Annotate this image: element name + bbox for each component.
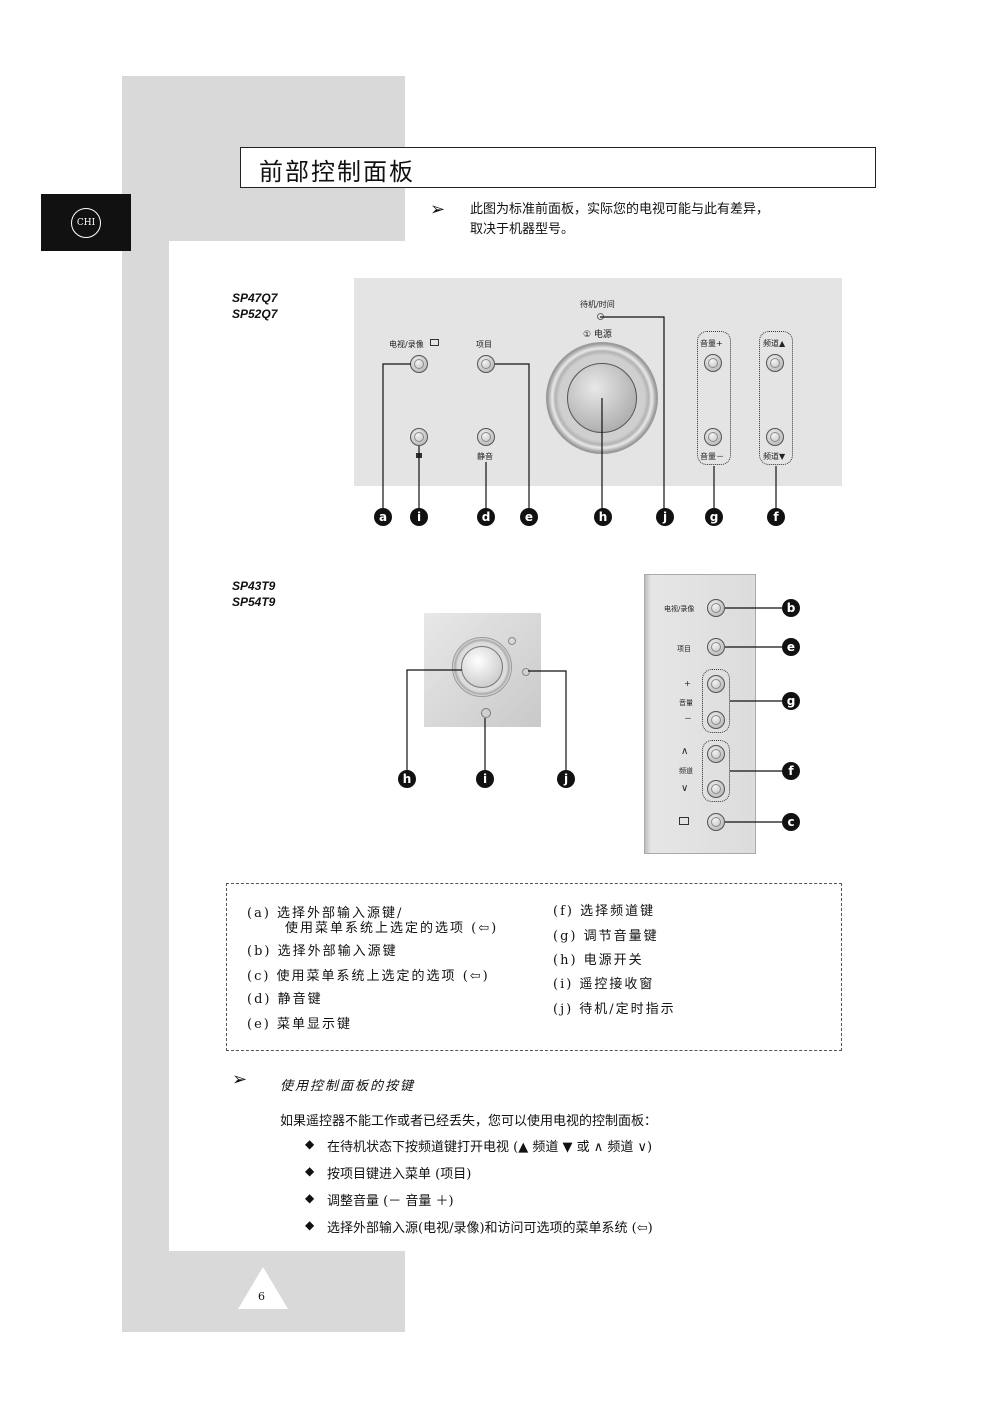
panel2-power-symbol-icon <box>508 637 516 645</box>
panel1-model-2: SP52Q7 <box>232 307 278 321</box>
panel1-callout-i: i <box>410 508 428 526</box>
note-line-2: 取决于机器型号。 <box>470 222 575 237</box>
panel1-callout-f: f <box>767 508 785 526</box>
panel3-callout-e: e <box>782 638 800 656</box>
usage-bullet-3: 调整音量 (－ 音量 ＋) <box>327 1194 454 1209</box>
panel3-input-source-icon <box>679 817 689 825</box>
usage-arrow-icon: ➢ <box>232 1069 248 1090</box>
panel3-callout-f: f <box>782 762 800 780</box>
legend-item-i: (i) 遥控接收窗 <box>553 977 655 992</box>
panel1-label-mute: 静音 <box>477 452 493 461</box>
panel3-menu-button[interactable] <box>707 638 725 656</box>
panel3-callout-b: b <box>782 599 800 617</box>
panel1-model-1: SP47Q7 <box>232 291 278 305</box>
legend-item-g: (g) 调节音量键 <box>553 929 659 944</box>
panel3-label-tv-video: 电视/录像 <box>664 605 695 613</box>
usage-bullet-2: 按项目键进入菜单 (项目) <box>327 1167 472 1182</box>
panel2-model-2: SP54T9 <box>232 595 276 609</box>
panel2-leader-lines <box>406 669 567 772</box>
usage-bullet-diamond-icon: ◆ <box>305 1137 315 1151</box>
legend-item-f: (f) 选择频道键 <box>553 904 656 919</box>
page-title-box: 前部控制面板 <box>240 147 876 188</box>
legend-item-a: (a) 选择外部输入源键/ <box>247 906 404 921</box>
panel3-ch-down-button[interactable] <box>707 780 725 798</box>
note-arrow-icon: ➢ <box>430 199 446 220</box>
panel1-label-tv-video: 电视/录像 <box>389 340 424 349</box>
panel3-ch-up-button[interactable] <box>707 745 725 763</box>
page-side-band-left <box>122 241 169 1251</box>
panel1-label-ch-down: 频道▼ <box>763 452 786 461</box>
panel1-label-standby: 待机/时间 <box>580 300 615 309</box>
panel1-leader-lines <box>382 316 777 512</box>
panel1-callout-j: j <box>656 508 674 526</box>
note-line-1: 此图为标准前面板，实际您的电视可能与此有差异， <box>470 202 770 217</box>
panel3-side-panel <box>644 574 756 854</box>
panel2-standby-led-icon <box>522 668 530 676</box>
panel3-volume-group <box>702 669 730 733</box>
panel3-label-menu: 项目 <box>677 645 691 653</box>
panel1-callout-g: g <box>705 508 723 526</box>
panel1-channel-group <box>759 331 793 465</box>
panel3-leader-lines <box>725 607 782 823</box>
usage-bullet-diamond-icon: ◆ <box>305 1218 315 1232</box>
panel2-callout-j: j <box>557 770 575 788</box>
panel3-label-channel: 频道 <box>679 767 693 775</box>
panel1-vol-down-button[interactable] <box>704 428 722 446</box>
panel1-enter-button[interactable] <box>410 428 428 446</box>
usage-title: 使用控制面板的按键 <box>280 1079 416 1094</box>
panel1-callout-h: h <box>594 508 612 526</box>
usage-bullet-diamond-icon: ◆ <box>305 1164 315 1178</box>
panel1-volume-group <box>697 331 731 465</box>
legend-item-e: (e) 菜单显示键 <box>247 1017 352 1032</box>
panel2-callout-h: h <box>398 770 416 788</box>
legend-box: (a) 选择外部输入源键/ 使用菜单系统上选定的选项 (⇦) (b) 选择外部输… <box>226 883 842 1051</box>
panel1-label-ch-up: 频道▲ <box>763 339 786 348</box>
panel1-mute-button[interactable] <box>477 428 495 446</box>
legend-item-h: (h) 电源开关 <box>553 953 644 968</box>
panel1-label-menu: 项目 <box>476 340 492 349</box>
panel3-label-volume: 音量 <box>679 699 693 707</box>
panel2-callout-i: i <box>476 770 494 788</box>
panel1-label-vol-up: 音量+ <box>700 339 723 348</box>
page-number: 6 <box>258 1290 265 1303</box>
page-number-triangle <box>238 1267 288 1309</box>
panel1-callout-a: a <box>374 508 392 526</box>
language-badge: CHI <box>71 208 101 238</box>
legend-item-j: (j) 待机/定时指示 <box>553 1002 676 1017</box>
panel3-vol-down-button[interactable] <box>707 711 725 729</box>
panel3-callout-c: c <box>782 813 800 831</box>
panel1-input-source-icon <box>430 339 439 346</box>
panel3-label-down: ∨ <box>681 783 689 794</box>
usage-bullet-4: 选择外部输入源(电视/录像)和访问可选项的菜单系统 (⇦) <box>327 1221 653 1236</box>
panel3-label-minus: － <box>684 714 692 723</box>
legend-item-a-cont: 使用菜单系统上选定的选项 (⇦) <box>285 921 499 936</box>
panel1-callout-e: e <box>520 508 538 526</box>
legend-item-b: (b) 选择外部输入源键 <box>247 944 398 959</box>
panel1-ch-down-button[interactable] <box>766 428 784 446</box>
usage-bullet-1: 在待机状态下按频道键打开电视 (▲ 频道 ▼ 或 ∧ 频道 ∨) <box>327 1140 653 1155</box>
panel1-label-vol-down: 音量－ <box>700 452 724 461</box>
panel3-label-up: ∧ <box>681 746 689 757</box>
panel2-model-1: SP43T9 <box>232 579 276 593</box>
panel3-vol-up-button[interactable] <box>707 675 725 693</box>
panel1-callout-d: d <box>477 508 495 526</box>
language-tab: CHI <box>41 194 131 251</box>
legend-item-c: (c) 使用菜单系统上选定的选项 (⇦) <box>247 969 490 984</box>
panel1-vol-up-button[interactable] <box>704 354 722 372</box>
panel3-callout-g: g <box>782 692 800 710</box>
usage-intro: 如果遥控器不能工作或者已经丢失，您可以使用电视的控制面板： <box>280 1114 658 1129</box>
panel1-ch-up-button[interactable] <box>766 354 784 372</box>
panel3-channel-group <box>702 740 730 802</box>
panel2-remote-sensor-icon <box>481 708 491 718</box>
panel1-label-power: ① 电源 <box>583 330 612 340</box>
panel2-power-button[interactable] <box>461 646 503 688</box>
panel3-tv-video-button[interactable] <box>707 599 725 617</box>
panel3-enter-button[interactable] <box>707 813 725 831</box>
panel3-label-plus: + <box>684 679 691 688</box>
legend-item-d: (d) 静音键 <box>247 992 323 1007</box>
page-title: 前部控制面板 <box>259 158 415 186</box>
usage-bullet-diamond-icon: ◆ <box>305 1191 315 1205</box>
panel1-menu-button[interactable] <box>477 355 495 373</box>
